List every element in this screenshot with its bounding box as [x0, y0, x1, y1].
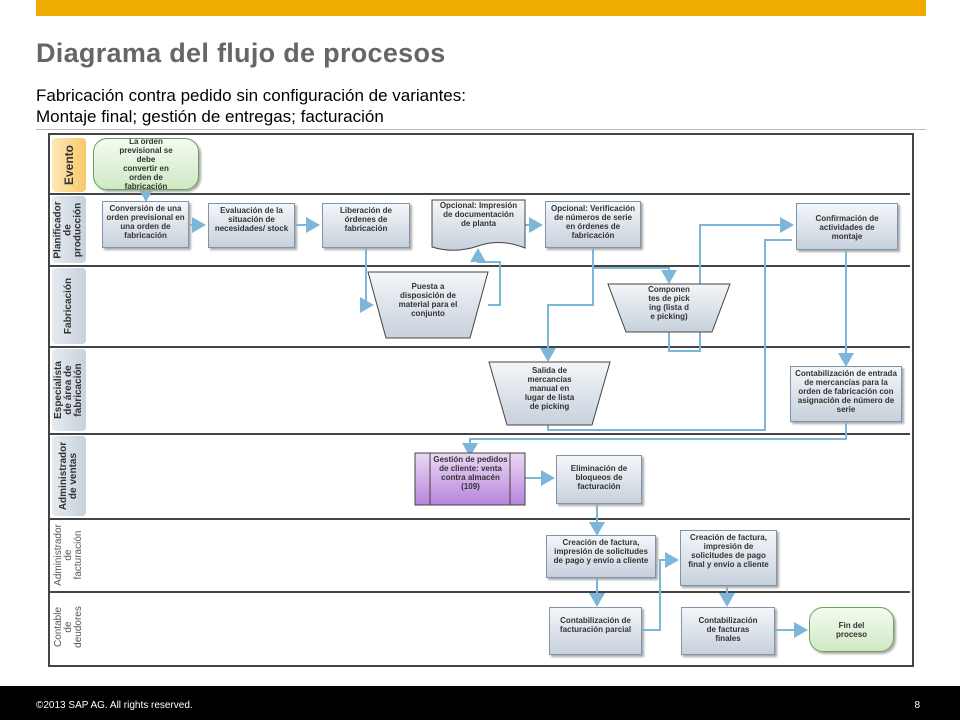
step-stage-material-text: Puesta a disposición de material para el…: [398, 282, 458, 318]
connector-release-stage: [360, 248, 374, 313]
start-event-text: La orden previsional se debe convertir e…: [119, 138, 173, 190]
step-confirm-assembly-text: Confirmación de actividades de montaje: [815, 214, 879, 241]
connector-postpartial-invoicefinal: [642, 552, 679, 631]
step-verify-serial[interactable]: Opcional: Verificación de números de ser…: [545, 201, 641, 248]
lane-divider: [48, 193, 910, 195]
page-title: Diagrama del flujo de procesos: [36, 38, 446, 68]
connector-stage-print: [470, 248, 501, 306]
step-evaluate-stock[interactable]: Evaluación de la situación de necesidade…: [208, 203, 295, 248]
step-post-final-invoices-text: Contabilización de facturas finales: [698, 616, 758, 643]
connector-picking-confirm: [668, 217, 794, 352]
step-create-invoice-final[interactable]: Creación de factura, impresión de solici…: [680, 530, 777, 586]
step-confirm-assembly[interactable]: Confirmación de actividades de montaje: [796, 203, 898, 250]
title-divider: [36, 129, 926, 130]
swimlane-frame: [48, 133, 914, 667]
step-sales-order-text: Gestión de pedidos de cliente: venta con…: [433, 455, 508, 491]
lane-label-manufacturing: Fabricación: [52, 268, 86, 344]
goodsissue-trapezoid-shape: [488, 361, 611, 426]
footer-copyright: ©2013 SAP AG. All rights reserved.: [36, 700, 193, 711]
step-picking-components-text: Componentes de picking (lista de picking…: [648, 285, 690, 321]
subtitle-line-2: Montaje final; gestión de entregas; fact…: [36, 107, 384, 126]
lane-divider: [48, 265, 910, 267]
top-accent-bar: [36, 0, 926, 16]
connector-goodsreceipt-salesorder: [462, 422, 847, 457]
step-convert-order[interactable]: Conversión de una orden previsional en u…: [102, 201, 189, 248]
lane-label-production-planner: Planificador de producción: [52, 196, 86, 263]
step-manual-goods-issue[interactable]: Salida de mercancías manual en lugar de …: [507, 366, 592, 424]
lane-divider: [48, 346, 910, 348]
page-subtitle: Fabricación contra pedido sin configurac…: [36, 85, 736, 127]
stage-trapezoid-shape: [367, 271, 489, 339]
step-goods-receipt-text: Contabilización de entrada de mercancías…: [795, 369, 897, 414]
step-remove-billing-block-text: Eliminación de bloqueos de facturación: [570, 464, 628, 491]
end-event-text: Fin del proceso: [835, 620, 868, 639]
page-number: 8: [914, 700, 920, 711]
step-remove-billing-block[interactable]: Eliminación de bloqueos de facturación: [556, 455, 642, 504]
lane-label-sales-admin: Administrador de ventas: [52, 436, 86, 516]
step-release-orders[interactable]: Liberación de órdenes de fabricación: [322, 203, 410, 248]
step-create-invoice-partial-text: Creación de factura, impresión de solici…: [553, 538, 649, 565]
step-convert-order-text: Conversión de una orden previsional en u…: [106, 204, 185, 240]
step-evaluate-stock-text: Evaluación de la situación de necesidade…: [214, 206, 289, 233]
connector-serial-goodsissue: [540, 268, 594, 362]
lane-divider: [48, 518, 910, 520]
start-event[interactable]: La orden previsional se debe convertir e…: [93, 138, 199, 190]
connector-goodsissue-confirm: [547, 239, 792, 431]
connector-serial-picking: [592, 248, 677, 284]
step-manual-goods-issue-text: Salida de mercancías manual en lugar de …: [524, 366, 575, 411]
sales-order-shape: [414, 452, 526, 506]
step-print-documentation-text: Opcional: Impresión de documentación de …: [439, 201, 518, 228]
lane-label-area-specialist: Especialista de área de fabricación: [52, 349, 86, 431]
lane-label-event: Evento: [52, 138, 86, 192]
subtitle-line-1: Fabricación contra pedido sin configurac…: [36, 86, 466, 105]
print-doc-shape: [431, 199, 526, 251]
lane-divider: [48, 433, 910, 435]
end-event[interactable]: Fin del proceso: [809, 607, 894, 652]
step-create-invoice-partial[interactable]: Creación de factura, impresión de solici…: [546, 535, 656, 578]
step-post-final-invoices[interactable]: Contabilización de facturas finales: [681, 607, 775, 655]
step-sales-order[interactable]: Gestión de pedidos de cliente: venta con…: [432, 455, 509, 505]
picking-trapezoid-shape: [607, 283, 731, 333]
lane-divider: [48, 591, 910, 593]
step-post-partial-billing-text: Contabilización de facturación parcial: [559, 616, 632, 634]
step-goods-receipt[interactable]: Contabilización de entrada de mercancías…: [790, 366, 902, 422]
step-release-orders-text: Liberación de órdenes de fabricación: [339, 206, 392, 233]
step-verify-serial-text: Opcional: Verificación de números de ser…: [550, 204, 636, 240]
step-create-invoice-final-text: Creación de factura, impresión de solici…: [688, 533, 769, 569]
step-post-partial-billing[interactable]: Contabilización de facturación parcial: [549, 607, 642, 655]
step-stage-material[interactable]: Puesta a disposición de material para el…: [386, 282, 470, 338]
step-print-documentation[interactable]: Opcional: Impresión de documentación de …: [432, 200, 525, 248]
step-picking-components[interactable]: Componentes de picking (lista de picking…: [626, 285, 712, 331]
footer-bar: ©2013 SAP AG. All rights reserved. 8: [0, 686, 960, 720]
